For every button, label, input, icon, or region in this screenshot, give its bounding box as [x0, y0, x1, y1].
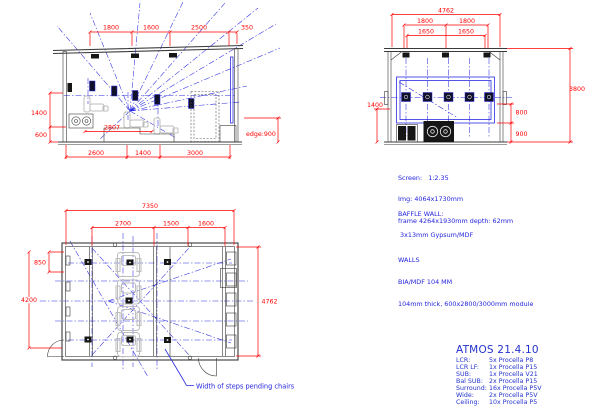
speaker-row-value: 1x Procella P15 — [489, 364, 538, 371]
dim-top-3: 2500 — [191, 25, 207, 32]
screen-note: Screen: 1:2.35 Img: 4064x1730mm frame 42… — [398, 160, 513, 233]
dim-1400-front: 1400 — [367, 102, 383, 109]
dim-edge-900: edge:900 — [246, 131, 276, 138]
speaker-row: SUB: 1x Procella V21 — [456, 371, 542, 378]
plan-centerlines — [40, 233, 253, 378]
dim-bottom-2: 1400 — [135, 150, 151, 157]
riser-steps — [103, 127, 175, 142]
speaker-row-value: 16x Procella P5V — [489, 385, 542, 392]
speaker-row-label: LCR: — [456, 357, 471, 364]
speaker-row-label: Surround: — [456, 385, 487, 392]
front-ceiling-speakers — [402, 52, 491, 58]
front-elevation-view: 4762 1800 1800 1650 1650 3800 800 900 14… — [367, 8, 585, 145]
plan-seats — [115, 252, 142, 357]
note-leader-line — [164, 348, 194, 386]
side-surround-speakers — [67, 80, 195, 109]
dim-900: 900 — [516, 131, 528, 138]
speaker-row-label: SUB: — [456, 371, 472, 378]
speaker-row: Wide: 2x Procella P5V — [456, 392, 542, 399]
speaker-row-label: Ceiling: — [456, 399, 480, 406]
dim-4762-front: 4762 — [438, 8, 454, 15]
speaker-row: Ceiling: 10x Procella P5 — [456, 399, 542, 406]
dim-2700: 2700 — [115, 221, 131, 228]
speaker-row-label: Bal SUB: — [456, 378, 483, 385]
plan-dimensions: 7350 2700 1500 1600 850 4200 4762 — [20, 203, 278, 358]
lcr-speakers — [401, 92, 494, 102]
dim-1800-b: 1800 — [459, 18, 475, 25]
dim-1650-b: 1650 — [458, 29, 474, 36]
screen-note-line1: Screen: 1:2.35 — [398, 173, 449, 182]
plan-note: Width of steps pending chairs — [196, 383, 295, 391]
screen-note-line2: Img: 4064x1730mm — [398, 195, 464, 204]
speaker-row: Bal SUB: 2x Procella P15 — [456, 378, 542, 385]
wall-note-line5: 104mm thick, 600x2800/3000mm module — [398, 300, 534, 309]
speaker-row-value: 5x Procella P8 — [489, 357, 534, 364]
screen-edge — [230, 56, 234, 124]
front-dimensions: 4762 1800 1800 1650 1650 3800 800 900 14… — [367, 8, 585, 144]
wall-note-line4: BIA/MDF 104 MM — [398, 278, 453, 287]
dim-800: 800 — [516, 110, 528, 117]
dim-left-1400: 1400 — [31, 110, 47, 117]
plan-view: 7350 2700 1500 1600 850 4200 4762 Width … — [20, 203, 295, 391]
dim-bottom-3: 3000 — [187, 150, 203, 157]
dim-1500: 1500 — [163, 221, 179, 228]
speaker-row-label: Wide: — [456, 392, 474, 399]
side-subwoofer-rack — [68, 113, 94, 129]
side-room-structure — [52, 44, 244, 145]
dim-mid-2807: 2807 — [104, 125, 120, 132]
dim-1650-a: 1650 — [418, 29, 434, 36]
plan-screen-speakers — [220, 251, 237, 349]
speaker-row-value: 10x Procella P5 — [489, 399, 538, 406]
dim-top-1: 1800 — [103, 25, 119, 32]
dim-3800: 3800 — [569, 86, 585, 93]
wall-note-line3: WALLS — [398, 256, 420, 265]
equipment-box — [219, 125, 237, 143]
speaker-row-value: 2x Procella P5V — [489, 392, 538, 399]
plan-room-structure — [61, 242, 239, 361]
wall-note: BAFFLE WALL: 3x13mm Gypsum/MDF WALLS BIA… — [398, 196, 533, 316]
speaker-row: LCR: 5x Procella P8 — [456, 357, 542, 364]
side-ceiling-speakers — [91, 53, 177, 59]
side-elevation-view: 1800 1600 2500 350 1400 600 2807 2600 14… — [31, 1, 281, 159]
speaker-schedule-title: ATMOS 21.4.10 — [456, 344, 539, 356]
dim-top-4: 350 — [241, 25, 253, 32]
dim-top-2: 1600 — [143, 25, 159, 32]
plan-ceiling-speakers — [84, 259, 171, 343]
side-dimensions: 1800 1600 2500 350 1400 600 2807 2600 14… — [31, 25, 281, 159]
side-door — [190, 91, 220, 142]
dim-left-600: 600 — [35, 132, 47, 139]
speaker-row-value: 2x Procella P15 — [489, 378, 538, 385]
plan-doors — [47, 339, 217, 377]
dim-bottom-1: 2600 — [88, 150, 104, 157]
speaker-row: LCR LF: 1x Procella P15 — [456, 364, 542, 371]
dim-7350: 7350 — [142, 203, 158, 210]
wall-note-line1: BAFFLE WALL: — [398, 209, 444, 218]
dim-1800-a: 1800 — [417, 18, 433, 25]
front-subwoofer — [423, 121, 454, 142]
dim-1600: 1600 — [198, 221, 214, 228]
dim-4762-plan: 4762 — [262, 299, 278, 306]
speaker-row: Surround: 16x Procella P5V — [456, 385, 542, 392]
front-rack — [396, 124, 418, 143]
speaker-schedule: ATMOS 21.4.10 LCR: 5x Procella P8 LCR LF… — [456, 344, 542, 406]
screen-note-line3: frame 4264x1930mm depth: 62mm — [398, 217, 514, 226]
speaker-row-label: LCR LF: — [456, 364, 480, 371]
dim-850: 850 — [34, 260, 46, 267]
speaker-row-value: 1x Procella V21 — [489, 371, 538, 378]
wall-note-line2: 3x13mm Gypsum/MDF — [398, 231, 474, 240]
dim-4200: 4200 — [21, 297, 37, 304]
